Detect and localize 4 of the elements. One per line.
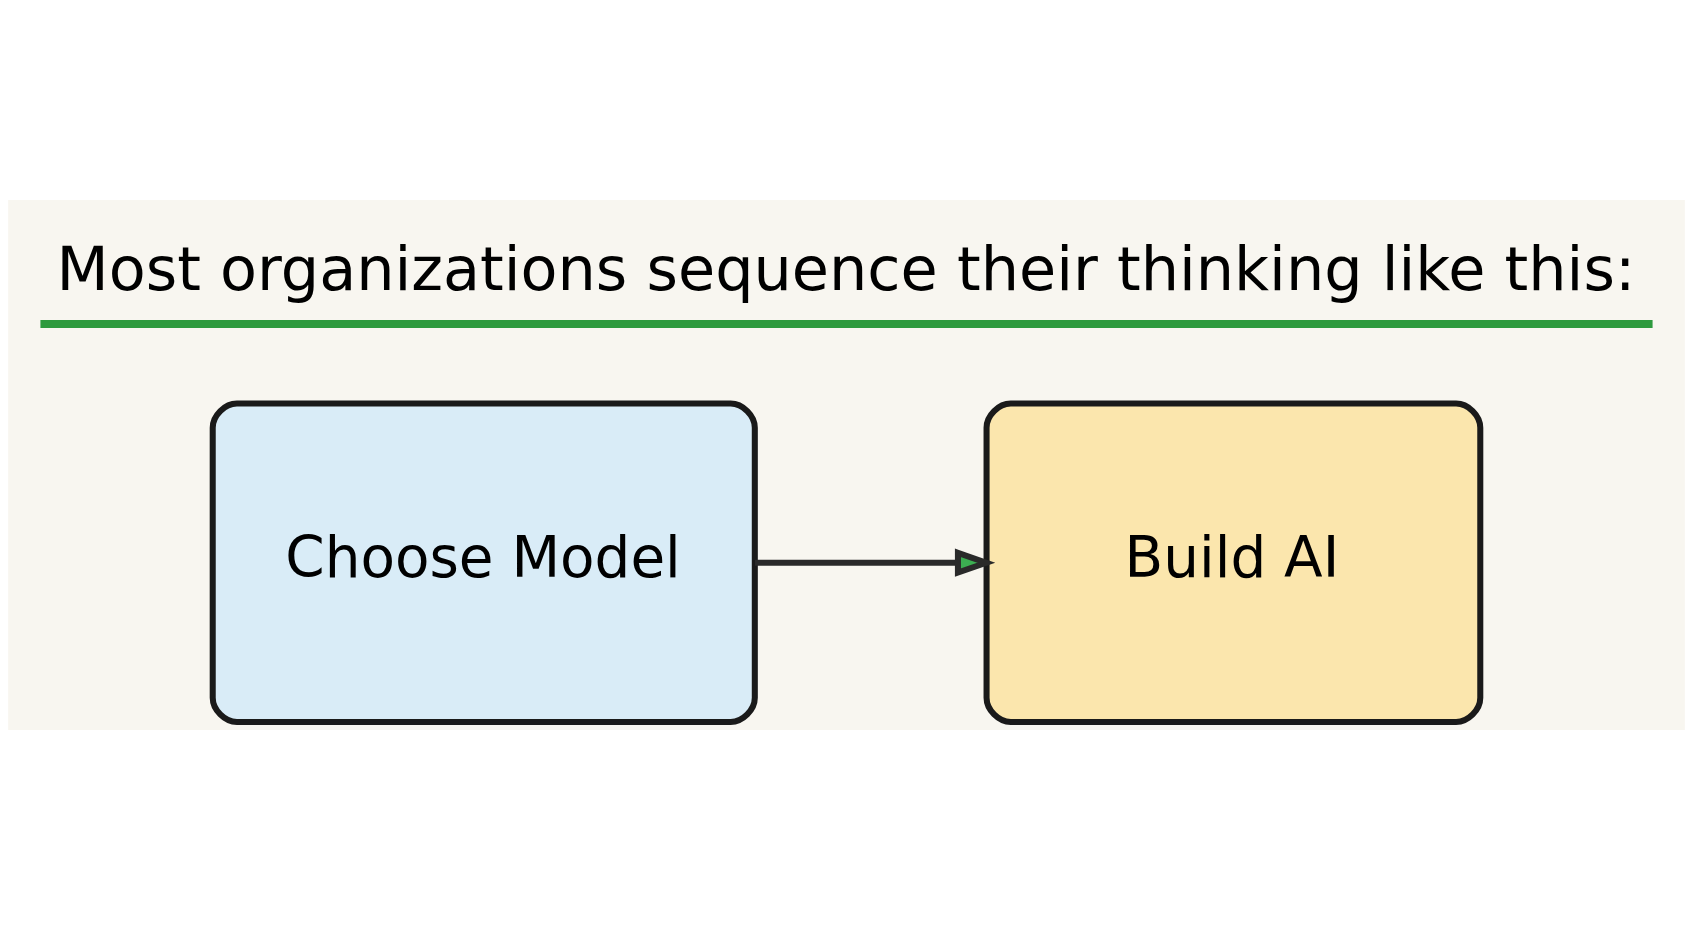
arrow xyxy=(754,548,996,577)
node-box: Choose Model xyxy=(209,400,758,725)
node-box: Build AI xyxy=(983,400,1484,725)
diagram-title: Most organizations sequence their thinking like this: xyxy=(56,233,1636,304)
